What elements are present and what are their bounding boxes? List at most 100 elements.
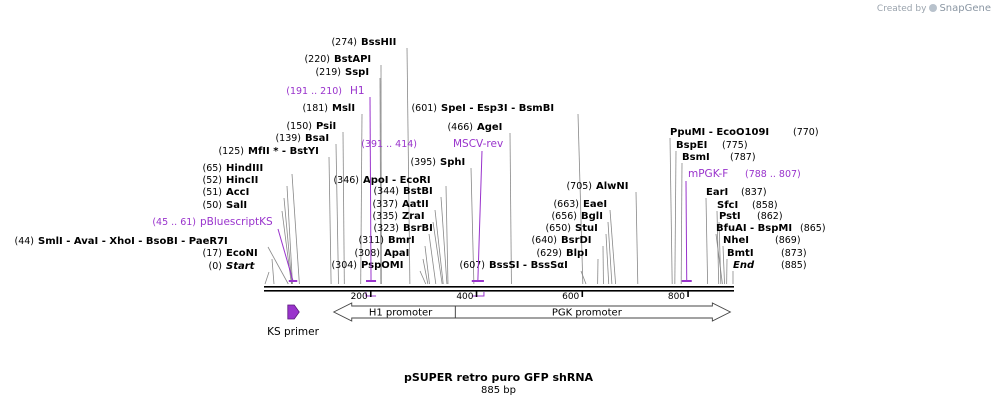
ruler-tick-label: 600 [562,292,579,302]
site-tick-line [342,131,345,285]
site-position: (219) [315,67,341,78]
site-position: (51) [202,187,222,198]
site-tick-line [419,270,427,285]
site-position: (344) [373,186,399,197]
site-name: EcoNI [226,248,258,259]
snapgene-logo-icon [929,4,938,12]
site-name: EarI [706,187,728,198]
site-position: (650) [545,223,571,234]
backbone-bottom-strand [264,290,734,292]
site-position: (125) [218,146,244,157]
site-name: BsmI [682,152,710,163]
site-name: AlwNI [596,181,629,192]
site-name: BssSI - BssSαI [489,260,568,271]
site-name: HindIII [226,163,263,174]
site-tick-line [674,150,677,285]
site-tick-line [440,196,448,285]
plasmid-size: 885 bp [481,385,516,396]
primer-bind-mark [288,280,298,282]
primer-bind-mark [681,280,692,282]
promoter-feature-arrow [454,302,732,322]
primer-range: (191 .. 210) [286,86,342,97]
site-position: (787) [730,152,756,163]
site-name: AatII [402,199,429,210]
site-position: (150) [286,121,312,132]
plasmid-title-block: pSUPER retro puro GFP shRNA 885 bp [0,371,997,396]
site-tick-line [335,143,339,285]
site-position: (885) [781,260,807,271]
site-tick-line [722,245,725,285]
site-tick-line [445,185,449,285]
site-name: PspOMI [361,260,403,271]
site-name: StuI [575,223,598,234]
site-position: (220) [304,54,330,65]
site-position: (304) [331,260,357,271]
primer-leader-line [277,228,294,282]
primer-name: pBluescriptKS [200,216,273,228]
site-tick-line [509,132,512,285]
site-position: (139) [275,133,301,144]
site-tick-line [432,221,443,285]
primer-bind-mark [366,280,377,282]
site-tick-line [434,209,444,285]
site-name: MslI [332,103,355,114]
primer-bind-mark [471,280,484,282]
primer-name: H1 [350,85,365,97]
site-position: (862) [757,211,783,222]
site-position: (52) [202,175,222,186]
site-name: PsiI [316,121,336,132]
site-name: AccI [226,187,249,198]
site-name: PpuMI - EcoO109I [670,127,769,138]
site-position: (337) [372,199,398,210]
site-name: Start [226,261,256,272]
primer-leader-line [477,150,483,282]
site-position: (308) [354,248,380,259]
site-position: (395) [410,157,436,168]
site-name: SspI [345,67,369,78]
plasmid-name: pSUPER retro puro GFP shRNA [403,371,594,384]
site-tick-line [607,221,613,285]
site-name: BstAPI [334,54,371,65]
credit-brand: SnapGene [939,3,991,14]
site-tick-line [286,185,293,285]
site-position: (50) [202,200,222,211]
site-name: PstI [719,211,741,222]
primer-range: (45 .. 61) [152,217,196,228]
site-position: (705) [566,181,592,192]
site-tick-line [580,270,587,285]
site-position: (323) [373,223,399,234]
site-position: (640) [531,235,557,246]
site-tick-line [577,113,584,285]
site-position: (865) [800,223,826,234]
site-tick-line [328,156,332,285]
site-name: BspEI [676,140,707,151]
site-position: (0) [209,261,222,272]
site-tick-line [609,209,617,285]
site-tick-line [470,167,475,285]
ks-primer-feature-arrow [287,304,300,320]
primer-range: (391 .. 414) [361,139,417,150]
site-tick-line [422,258,429,285]
site-position: (663) [553,199,579,210]
primer-strand-hook [471,292,485,297]
primer-name: mPGK-F [688,168,728,180]
primer-strand-hook [365,292,377,297]
site-position: (837) [741,187,767,198]
site-tick-line [605,233,610,285]
ruler-tick-label: 800 [668,292,685,302]
ruler-tick-label: 200 [351,292,368,302]
site-name: ApoI - EcoRI [363,175,431,186]
site-position: (607) [459,260,485,271]
site-tick-line [715,233,723,285]
site-name: BsrBI [403,223,433,234]
site-name: End [733,260,755,271]
primer-leader-line [685,180,688,282]
site-tick-line [291,173,300,285]
site-position: (858) [752,200,778,211]
feature-label: H1 promoter [369,308,433,319]
site-position: (44) [14,236,34,247]
site-position: (274) [331,37,357,48]
site-tick-line [428,233,437,285]
